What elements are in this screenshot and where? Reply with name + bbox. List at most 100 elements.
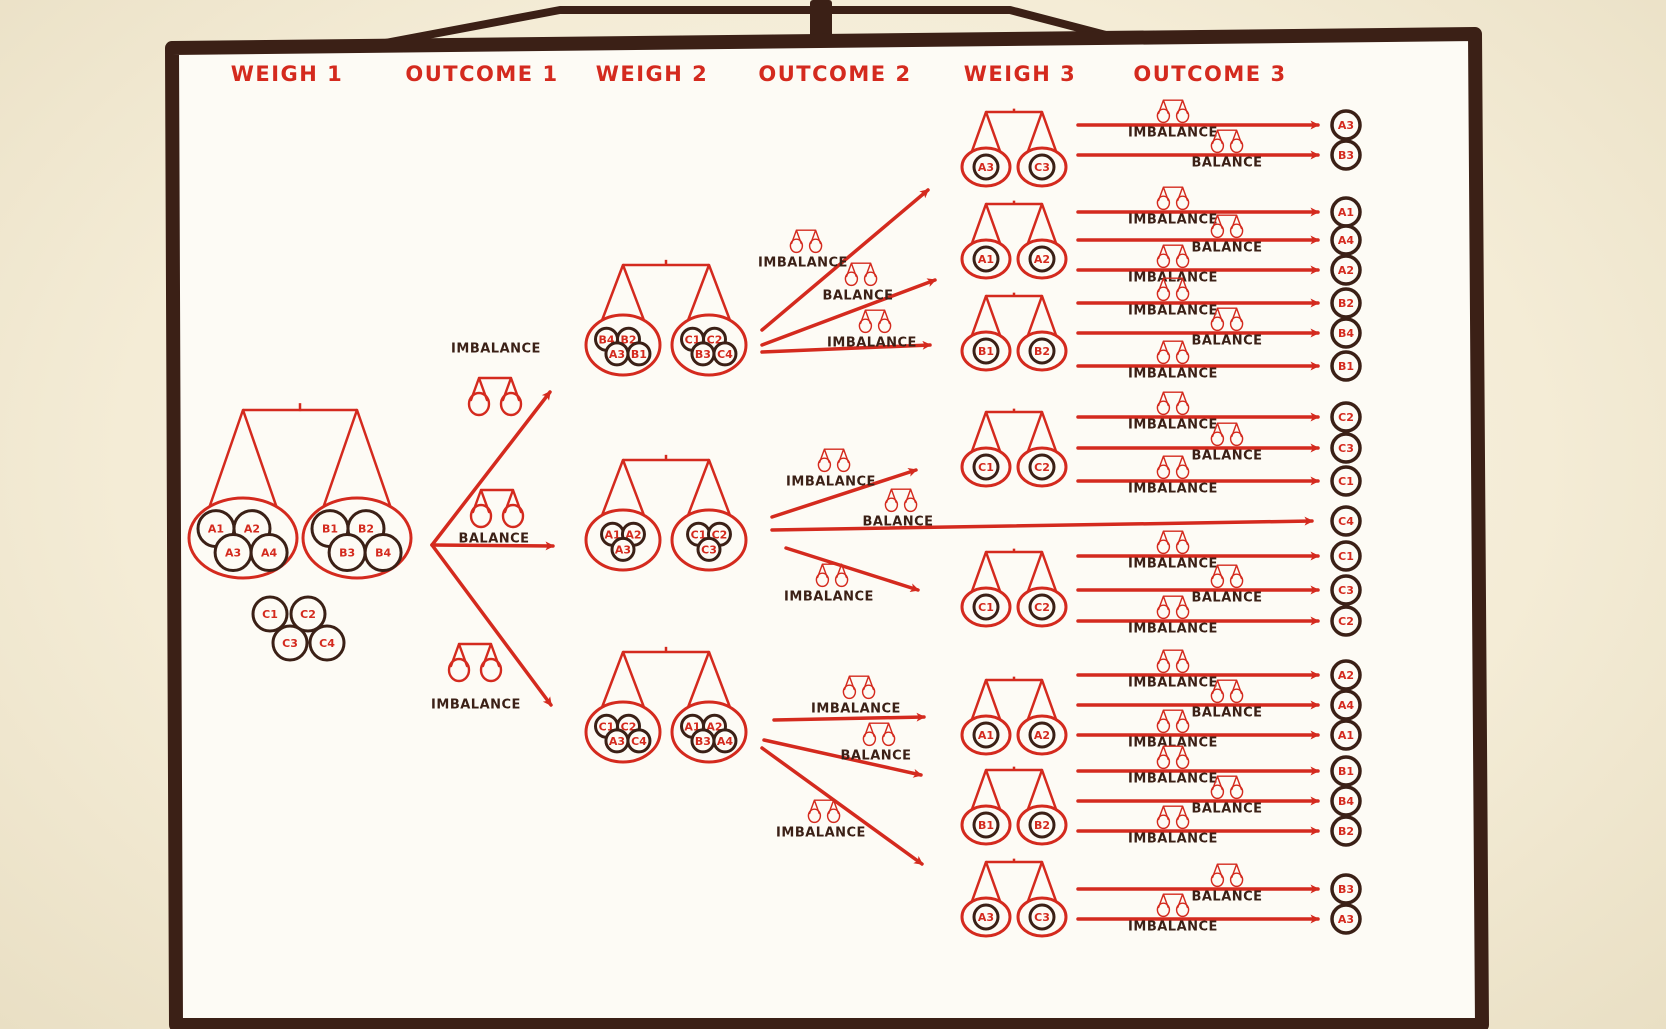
ball	[363, 533, 403, 573]
header-6: OUTCOME 3	[1133, 62, 1286, 86]
ball-label: C3	[1034, 911, 1050, 924]
weigh3-scale-3: B1 B2	[960, 292, 1068, 372]
outcome3-label-8: IMBALANCE	[1128, 367, 1218, 382]
mini-scale-icon	[1210, 307, 1244, 332]
result-ball	[1330, 287, 1362, 319]
ball	[1028, 903, 1056, 931]
ball-label: C1	[262, 608, 278, 621]
ball	[696, 536, 722, 562]
ball	[972, 721, 1000, 749]
result-ball	[1330, 317, 1362, 349]
ball-label: B4	[375, 547, 391, 560]
result-ball	[1330, 719, 1362, 751]
ball-label: C2	[300, 608, 316, 621]
outcome-arrow	[784, 546, 920, 593]
ball	[1028, 153, 1056, 181]
ball	[610, 536, 636, 562]
ball-label: C2	[707, 333, 723, 346]
outcome2-label-9: IMBALANCE	[776, 826, 866, 841]
ball	[251, 595, 289, 633]
ball-label: A3	[609, 348, 625, 361]
result-8: B1	[1338, 360, 1354, 373]
result-ball	[1330, 815, 1362, 847]
ball-label: A3	[615, 543, 631, 556]
mini-scale-icon	[1156, 244, 1190, 269]
outcome3-label-14: BALANCE	[1191, 591, 1262, 606]
ball-label: C4	[631, 735, 647, 748]
ball-label: A3	[609, 735, 625, 748]
result-ball	[1330, 605, 1362, 637]
outcome2-label-2: BALANCE	[822, 289, 893, 304]
ball-label: B1	[978, 345, 994, 358]
ball	[972, 593, 1000, 621]
ball-label: A2	[1034, 253, 1050, 266]
ball	[972, 903, 1000, 931]
mini-scale-icon	[1156, 893, 1190, 918]
outcome-arrow	[762, 738, 923, 778]
ball	[712, 341, 738, 367]
ball-label: C3	[282, 637, 298, 650]
result-ball	[1330, 785, 1362, 817]
outcome-arrow	[430, 543, 553, 707]
ball-label: B2	[358, 523, 374, 536]
ball-label: A1	[684, 720, 700, 733]
ball-label: A2	[244, 523, 260, 536]
ball	[972, 337, 1000, 365]
outcome2-label-5: BALANCE	[862, 515, 933, 530]
ball	[626, 341, 652, 367]
ball-label: C2	[1034, 601, 1050, 614]
ball-label: B1	[978, 819, 994, 832]
mini-scale-icon	[817, 448, 851, 473]
mini-scale-icon	[844, 262, 878, 287]
mini-scale-icon	[1156, 530, 1190, 555]
ball	[1028, 721, 1056, 749]
outcome2-label-8: BALANCE	[840, 749, 911, 764]
ball-label: A2	[706, 720, 722, 733]
outcome3-label-21: IMBALANCE	[1128, 832, 1218, 847]
ball-label: C3	[1034, 161, 1050, 174]
outcome3-label-16: IMBALANCE	[1128, 676, 1218, 691]
result-22: B3	[1338, 883, 1354, 896]
ball-label: B2	[1034, 345, 1050, 358]
ball-label: C1	[691, 528, 707, 541]
mini-scale-icon	[862, 722, 896, 747]
outcome1-label-3: IMBALANCE	[431, 698, 521, 713]
ball	[1028, 593, 1056, 621]
header-1: WEIGH 1	[231, 62, 344, 86]
mini-scale-icon	[815, 563, 849, 588]
result-ball	[1330, 254, 1362, 286]
ball-label: C4	[717, 348, 733, 361]
result-5: A2	[1338, 264, 1354, 277]
mini-scale-icon	[1156, 649, 1190, 674]
mini-scale-icon	[1156, 99, 1190, 124]
ball-label: B2	[1034, 819, 1050, 832]
ball-label: A1	[604, 528, 620, 541]
mini-scale-icon	[807, 799, 841, 824]
ball-label: A4	[717, 735, 734, 748]
result-17: A4	[1338, 699, 1355, 712]
result-2: B3	[1338, 149, 1354, 162]
ball-label: B3	[695, 348, 711, 361]
result-23: A3	[1338, 913, 1354, 926]
mini-scale-icon	[1210, 422, 1244, 447]
outcome2-label-4: IMBALANCE	[786, 475, 876, 490]
result-7: B4	[1338, 327, 1354, 340]
outcome3-label-19: IMBALANCE	[1128, 772, 1218, 787]
outcome3-label-11: IMBALANCE	[1128, 482, 1218, 497]
result-ball	[1330, 574, 1362, 606]
result-ball	[1330, 401, 1362, 433]
outcome1-label-1: IMBALANCE	[451, 342, 541, 357]
ball	[249, 533, 289, 573]
result-20: B4	[1338, 795, 1354, 808]
result-11: C1	[1338, 475, 1354, 488]
